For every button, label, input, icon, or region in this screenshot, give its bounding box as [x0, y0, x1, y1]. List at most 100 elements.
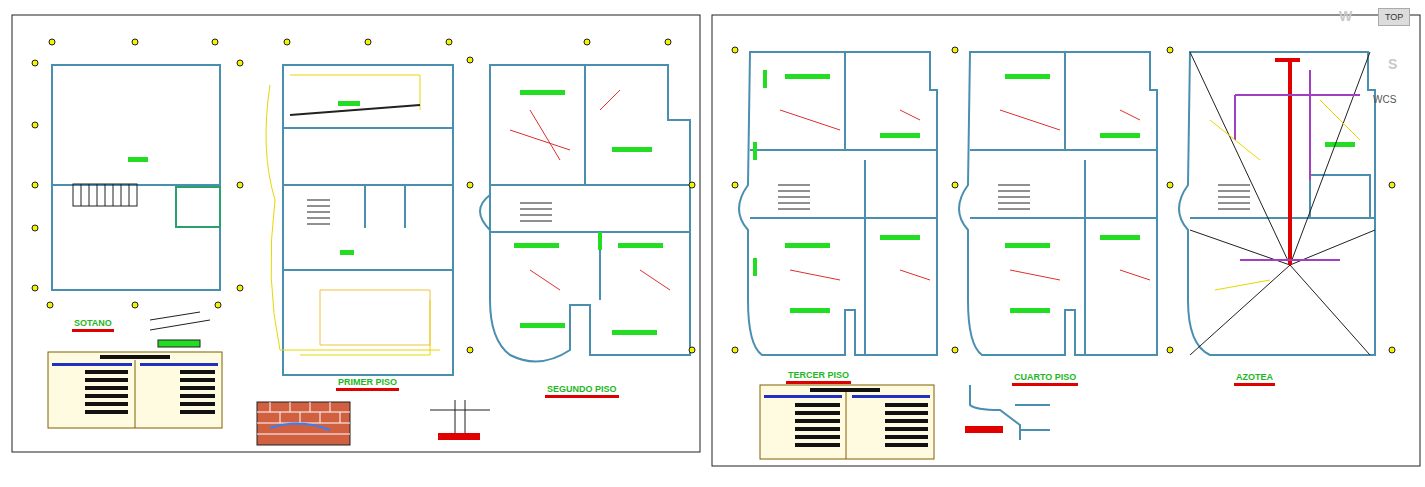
table-head — [52, 363, 132, 366]
plan-title: SEGUNDO PISO — [545, 384, 619, 398]
brick-joints — [257, 402, 350, 434]
wall — [599, 232, 601, 300]
grid-bubble — [32, 60, 38, 66]
wall — [970, 217, 1157, 219]
room-tag — [763, 70, 767, 88]
wall — [283, 269, 453, 271]
room-tag — [514, 243, 559, 248]
view-button: TOP — [1378, 8, 1410, 26]
grid-bubble — [952, 347, 958, 353]
brick-wall — [257, 402, 350, 445]
table-title — [100, 355, 170, 359]
table-rule — [135, 360, 136, 428]
stair — [998, 185, 1030, 209]
wall — [1310, 175, 1370, 218]
wall — [739, 52, 937, 355]
grid-bubble — [237, 182, 243, 188]
stair — [778, 185, 810, 209]
compass-letter: S — [1388, 56, 1397, 72]
plan-title: PRIMER PISO — [336, 377, 399, 391]
wire — [1210, 100, 1360, 290]
wall — [1064, 52, 1066, 150]
grid-bubble — [467, 182, 473, 188]
wire — [290, 105, 420, 115]
grid-bubble — [132, 302, 138, 308]
stair — [520, 203, 552, 221]
wire — [1235, 70, 1360, 260]
grid-bubble — [49, 39, 55, 45]
table-row — [85, 372, 215, 412]
room-tag — [1005, 74, 1050, 79]
room-tag — [1325, 142, 1355, 147]
room-tag — [1100, 133, 1140, 138]
wall — [490, 231, 690, 233]
room-tag — [340, 250, 354, 255]
room-tag — [880, 235, 920, 240]
room-tag — [753, 258, 757, 276]
sheet-frame — [712, 15, 1420, 466]
grid-bubble — [952, 47, 958, 53]
grid-bubble — [212, 39, 218, 45]
sheet-frame — [12, 15, 700, 452]
grid-bubble — [665, 39, 671, 45]
wall — [52, 65, 220, 290]
wall — [480, 195, 490, 230]
wall — [283, 65, 453, 375]
grid-bubble — [237, 60, 243, 66]
wall — [750, 149, 937, 151]
wall — [970, 149, 1157, 151]
wall — [584, 65, 586, 185]
wall — [750, 217, 937, 219]
grid-bubble — [1389, 347, 1395, 353]
grid-bubble — [446, 39, 452, 45]
table — [760, 385, 934, 459]
table-head — [852, 395, 930, 398]
wiring — [266, 52, 1375, 355]
grid-bubble — [732, 347, 738, 353]
wire — [320, 290, 430, 345]
grid-bubble — [584, 39, 590, 45]
table-rule — [846, 392, 847, 459]
detail-tag — [438, 433, 480, 440]
wall — [176, 187, 220, 227]
grid-bubble — [32, 122, 38, 128]
grid-bubble — [1167, 182, 1173, 188]
stairs — [73, 184, 1250, 224]
room-tag — [598, 232, 602, 250]
room-tag — [128, 157, 148, 162]
room-tag — [1010, 308, 1050, 313]
sheet-frames — [12, 15, 1420, 466]
wall — [864, 160, 866, 355]
stair — [1218, 185, 1250, 209]
wire — [1275, 60, 1300, 265]
table — [48, 352, 222, 428]
grid-bubble — [467, 347, 473, 353]
wall — [844, 52, 846, 150]
room-tag — [1005, 243, 1050, 248]
room-tag — [618, 243, 663, 248]
grid-bubble — [1167, 347, 1173, 353]
table-head — [140, 363, 218, 366]
plan-walls — [52, 52, 1375, 375]
grid-bubble — [1167, 47, 1173, 53]
grid-bubble — [215, 302, 221, 308]
room-tag — [785, 74, 830, 79]
conduit — [270, 423, 330, 430]
grid-bubble — [32, 285, 38, 291]
wall — [959, 52, 1157, 355]
grid-bubble — [467, 57, 473, 63]
grid-bubble — [952, 182, 958, 188]
room-tag — [338, 101, 360, 106]
room-tags — [128, 70, 1355, 335]
room-tag — [753, 142, 757, 160]
detail-tag — [965, 426, 1003, 433]
stair — [73, 184, 137, 206]
grid-bubble — [132, 39, 138, 45]
details — [150, 312, 1050, 445]
detail — [150, 312, 210, 330]
compass-letter: W — [1339, 8, 1352, 24]
grid-bubble — [365, 39, 371, 45]
room-tag — [790, 308, 830, 313]
grid-bubble — [732, 47, 738, 53]
